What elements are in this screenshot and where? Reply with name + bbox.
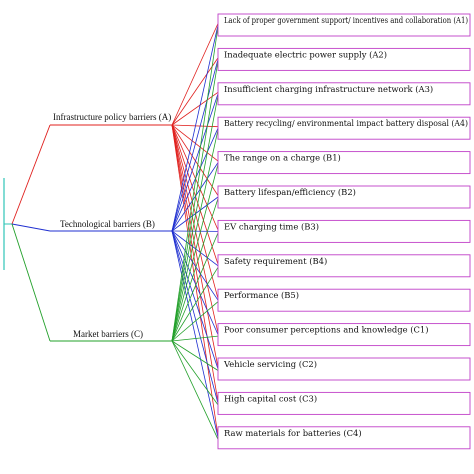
- barrier-item: The range on a charge (B1): [217, 151, 471, 175]
- barrier-item: Vehicle servicing (C2): [217, 357, 471, 381]
- edge-b-to-barrier-11: [171, 230, 219, 370]
- barrier-item: Battery recycling/ environmental impact …: [217, 116, 471, 140]
- edge-c-to-barrier-10: [171, 335, 219, 342]
- barrier-box: [217, 426, 471, 450]
- edge-c-to-barrier-13: [171, 340, 219, 440]
- edge-c-to-barrier-11: [171, 340, 219, 371]
- barrier-label: Insufficient charging infrastructure net…: [224, 84, 433, 94]
- barrier-label: Safety requirement (B4): [224, 256, 327, 266]
- edge-c-to-barrier-4: [171, 129, 219, 342]
- edge-b-to-barrier-9: [171, 230, 219, 301]
- barrier-item: Battery lifespan/efficiency (B2): [217, 185, 471, 209]
- barrier-label: Lack of proper government support/ incen…: [224, 15, 468, 25]
- edge-b-to-barrier-4: [171, 128, 219, 232]
- barrier-box: [217, 151, 471, 175]
- edge-c-to-barrier-5: [171, 163, 219, 342]
- edge-c-to-barrier-6: [171, 198, 219, 342]
- edge-a-to-barrier-7: [171, 124, 219, 231]
- barrier-box: [217, 116, 471, 140]
- barrier-label: EV charging time (B3): [224, 221, 319, 231]
- connection-lines: [11, 23, 219, 440]
- root-bracket: [3, 178, 12, 270]
- barrier-label: Poor consumer perceptions and knowledge …: [224, 325, 429, 335]
- edge-b-to-barrier-2: [171, 59, 219, 232]
- edge-a-to-barrier-12: [171, 124, 219, 402]
- barrier-box: [217, 47, 471, 71]
- barrier-box: [217, 323, 471, 347]
- edge-c-to-barrier-9: [171, 301, 219, 342]
- barrier-item: Safety requirement (B4): [217, 254, 471, 278]
- category-label-a: Infrastructure policy barriers (A): [53, 112, 171, 122]
- barrier-box: [217, 357, 471, 381]
- edge-a-to-barrier-6: [171, 124, 219, 196]
- barrier-box: [217, 185, 471, 209]
- barrier-list: Lack of proper government support/ incen…: [217, 13, 471, 450]
- edge-a-to-barrier-1: [171, 23, 219, 126]
- barrier-label: Vehicle servicing (C2): [223, 359, 317, 369]
- edge-a-to-barrier-10: [171, 124, 219, 334]
- edge-a-to-barrier-3: [171, 91, 219, 126]
- edge-c-to-barrier-12: [171, 340, 219, 406]
- barrier-label: Performance (B5): [224, 290, 299, 300]
- edge-c-to-barrier-1: [171, 26, 219, 342]
- barrier-label: High capital cost (C3): [224, 393, 317, 403]
- barrier-label: Raw materials for batteries (C4): [224, 428, 362, 438]
- root-to-category-c-line: [11, 223, 51, 342]
- edge-b-to-barrier-6: [171, 196, 219, 232]
- edge-c-to-barrier-2: [171, 60, 219, 342]
- edge-b-to-barrier-12: [171, 230, 219, 404]
- edge-b-to-barrier-13: [171, 230, 219, 438]
- edge-a-to-barrier-8: [171, 124, 219, 265]
- category-label-b: Technological barriers (B): [60, 219, 155, 229]
- root-to-category-b-line: [11, 223, 51, 232]
- edge-b-to-barrier-3: [171, 93, 219, 232]
- edge-a-to-barrier-5: [171, 124, 219, 162]
- barrier-item: EV charging time (B3): [217, 219, 471, 243]
- edge-b-to-barrier-1: [171, 24, 219, 232]
- barrier-item: Performance (B5): [217, 288, 471, 312]
- category-label-c: Market barriers (C): [73, 329, 143, 339]
- barrier-item: Insufficient charging infrastructure net…: [217, 82, 471, 106]
- barrier-item: Lack of proper government support/ incen…: [217, 13, 471, 37]
- edge-c-to-barrier-3: [171, 95, 219, 342]
- edge-b-to-barrier-5: [171, 162, 219, 232]
- category-node-a: Infrastructure policy barriers (A): [50, 112, 172, 126]
- edge-a-to-barrier-11: [171, 124, 219, 368]
- barrier-box: [217, 254, 471, 278]
- barrier-item: High capital cost (C3): [217, 391, 471, 415]
- edge-c-to-barrier-7: [171, 232, 219, 342]
- edge-c-to-barrier-8: [171, 267, 219, 342]
- barrier-label: Battery lifespan/efficiency (B2): [224, 187, 356, 197]
- edge-b-to-barrier-8: [171, 230, 219, 267]
- barrier-box: [217, 288, 471, 312]
- barrier-item: Inadequate electric power supply (A2): [217, 47, 471, 71]
- barrier-box: [217, 391, 471, 415]
- barrier-item: Poor consumer perceptions and knowledge …: [217, 323, 471, 347]
- edge-b-to-barrier-10: [171, 230, 219, 335]
- barrier-label: The range on a charge (B1): [224, 153, 341, 163]
- barrier-item: Raw materials for batteries (C4): [217, 426, 471, 450]
- category-node-b: Technological barriers (B): [50, 219, 172, 232]
- barrier-label: Inadequate electric power supply (A2): [224, 49, 387, 59]
- edge-a-to-barrier-9: [171, 124, 219, 299]
- barrier-box: [217, 219, 471, 243]
- barrier-box: [217, 13, 471, 37]
- edge-a-to-barrier-13: [171, 124, 219, 437]
- edge-a-to-barrier-4: [171, 124, 219, 128]
- edge-a-to-barrier-2: [171, 57, 219, 126]
- root-to-category-a-line: [11, 124, 51, 225]
- barrier-label: Battery recycling/ environmental impact …: [224, 118, 468, 128]
- barrier-box: [217, 82, 471, 106]
- category-node-c: Market barriers (C): [50, 329, 172, 342]
